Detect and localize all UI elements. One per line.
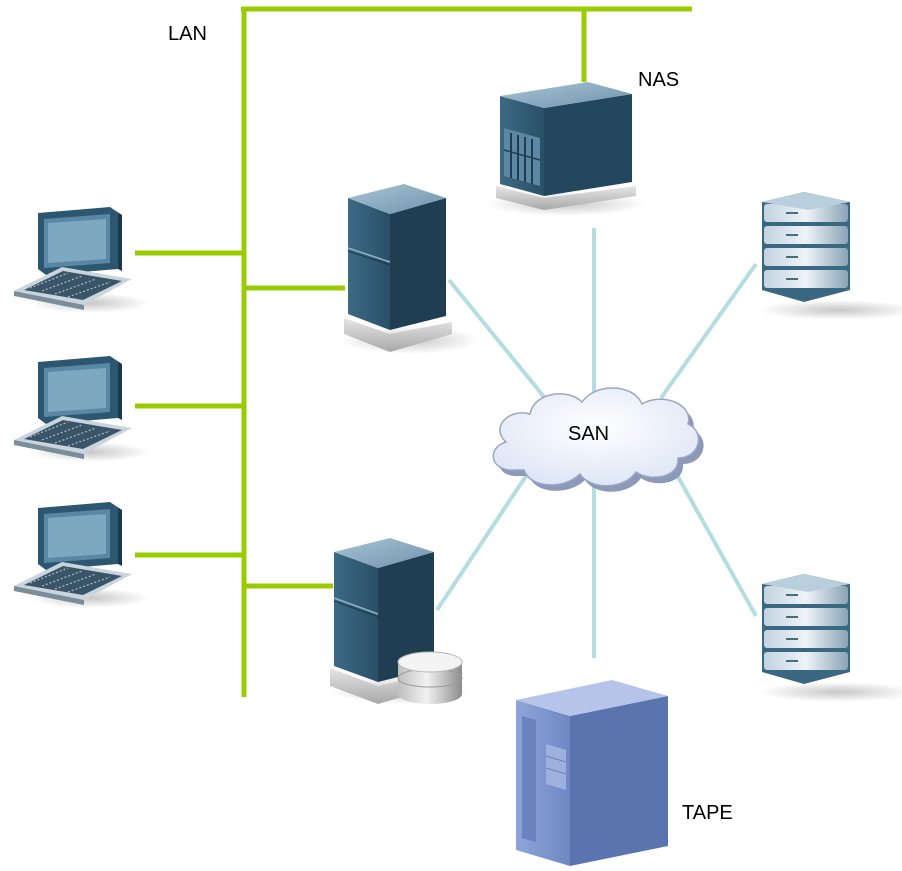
workstation-2[interactable]: [14, 356, 150, 462]
disk-array-icon: [758, 574, 902, 702]
tape-label: TAPE: [682, 802, 733, 824]
tape-library-icon: [516, 680, 668, 866]
tower-server-icon: [340, 184, 480, 354]
desktop-computer-icon: [14, 356, 150, 462]
disk-array-2[interactable]: [758, 574, 902, 702]
workstation-3[interactable]: [14, 502, 150, 608]
nas-label: NAS: [638, 69, 679, 91]
nas-appliance-icon: [486, 82, 646, 216]
san-cloud-icon: [492, 387, 704, 492]
disk-cylinder-icon: [397, 651, 463, 704]
desktop-computer-icon: [14, 502, 150, 608]
disk-array-1[interactable]: [758, 192, 902, 320]
san-link-disk-array-1: [659, 262, 758, 400]
desktop-computer-icon: [14, 207, 150, 313]
san-label: SAN: [568, 423, 609, 445]
tape-library[interactable]: [516, 680, 668, 866]
disk-array-icon: [758, 192, 902, 320]
san-link-server-1: [447, 278, 547, 400]
san-link-disk-array-2: [661, 449, 758, 617]
lan-label: LAN: [168, 23, 207, 45]
server-2[interactable]: [330, 538, 470, 704]
san-link-server-2: [435, 450, 544, 612]
server-1[interactable]: [340, 184, 480, 354]
tower-server-icon: [330, 538, 470, 704]
lan-links: [135, 6, 692, 697]
nas-appliance[interactable]: [486, 82, 646, 216]
workstation-1[interactable]: [14, 207, 150, 313]
